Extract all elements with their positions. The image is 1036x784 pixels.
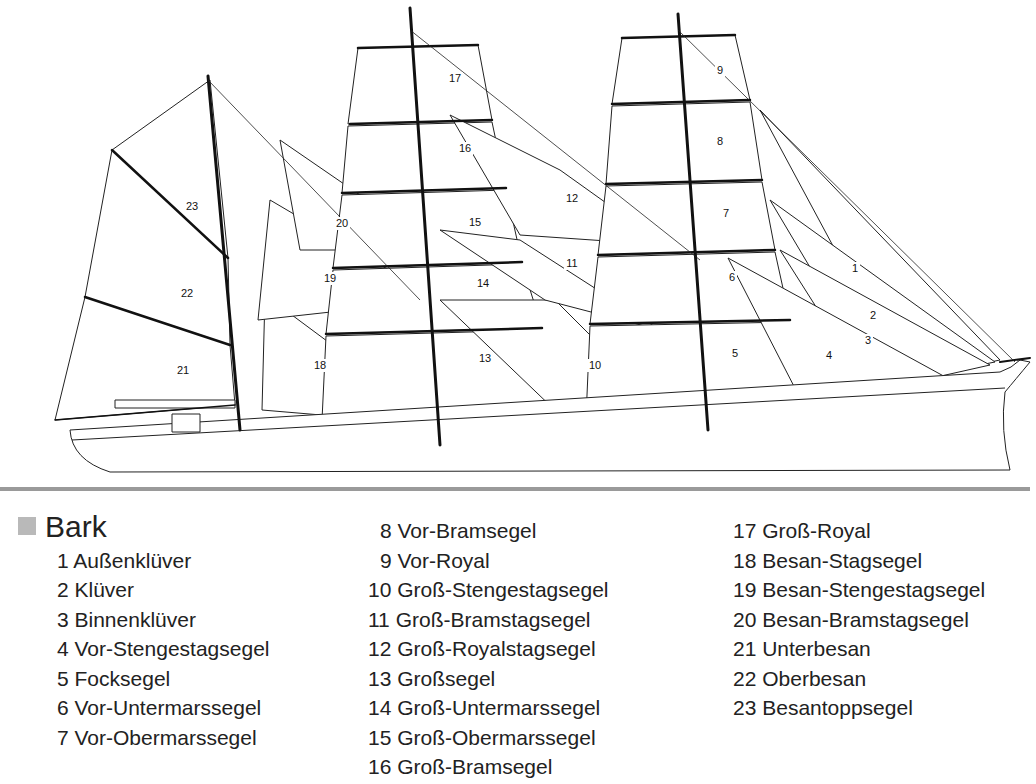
legend-entry: 21 Unterbesan: [733, 638, 871, 659]
legend-entry: 1 Außenklüver: [57, 550, 191, 571]
callout-number: 15: [467, 216, 483, 229]
callout-number: 4: [824, 349, 834, 362]
callout-number: 22: [179, 287, 195, 300]
callout-number: 6: [727, 271, 737, 284]
callout-number: 18: [312, 359, 328, 372]
legend-entry: 8 Vor-Bramsegel: [380, 520, 536, 541]
callout-number: 1: [850, 262, 860, 275]
callout-number: 11: [564, 257, 579, 270]
ship-illustration: [0, 0, 1036, 500]
legend-entry: 13 Großsegel: [368, 668, 495, 689]
legend-entry: 5 Focksegel: [57, 668, 170, 689]
callout-number: 2: [868, 309, 878, 322]
legend-entry: 12 Groß-Royalstagsegel: [368, 638, 596, 659]
callout-number: 3: [863, 334, 873, 347]
callout-number: 17: [447, 72, 463, 85]
legend-entry: 15 Groß-Obermarssegel: [368, 727, 596, 748]
legend-title: Bark: [45, 512, 107, 542]
callout-number: 13: [477, 352, 493, 365]
callout-number: 21: [175, 364, 191, 377]
legend-entry: 4 Vor-Stengestagsegel: [57, 638, 269, 659]
callout-number: 14: [475, 277, 491, 290]
callout-number: 12: [564, 192, 580, 205]
legend-entry: 11 Groß-Bramstagsegel: [368, 609, 591, 630]
legend-entry: 6 Vor-Untermarssegel: [57, 697, 261, 718]
legend-entry: 3 Binnenklüver: [57, 609, 196, 630]
legend-entry: 16 Groß-Bramsegel: [368, 756, 552, 777]
legend-entry: 19 Besan-Stengestagsegel: [733, 579, 985, 600]
legend-entry: 10 Groß-Stengestagsegel: [368, 579, 608, 600]
legend-entry: 20 Besan-Bramstagsegel: [733, 609, 969, 630]
legend-entry: 17 Groß-Royal: [733, 520, 871, 541]
legend-entry: 9 Vor-Royal: [380, 550, 490, 571]
callout-number: 7: [721, 207, 731, 220]
callout-number: 10: [587, 359, 603, 372]
callout-number: 9: [715, 64, 725, 77]
legend-entry: 18 Besan-Stagsegel: [733, 550, 922, 571]
legend-entry: 23 Besantoppsegel: [733, 697, 913, 718]
legend-entry: 2 Klüver: [57, 579, 134, 600]
callout-number: 8: [715, 135, 725, 148]
callout-number: 23: [184, 200, 200, 213]
legend-square: [18, 517, 36, 535]
callout-number: 20: [334, 217, 350, 230]
legend-entry: 7 Vor-Obermarssegel: [57, 727, 257, 748]
legend-entry: 22 Oberbesan: [733, 668, 866, 689]
legend-entry: 14 Groß-Untermarssegel: [368, 697, 600, 718]
callout-number: 5: [730, 347, 740, 360]
callout-number: 16: [457, 142, 473, 155]
callout-number: 19: [322, 272, 338, 285]
